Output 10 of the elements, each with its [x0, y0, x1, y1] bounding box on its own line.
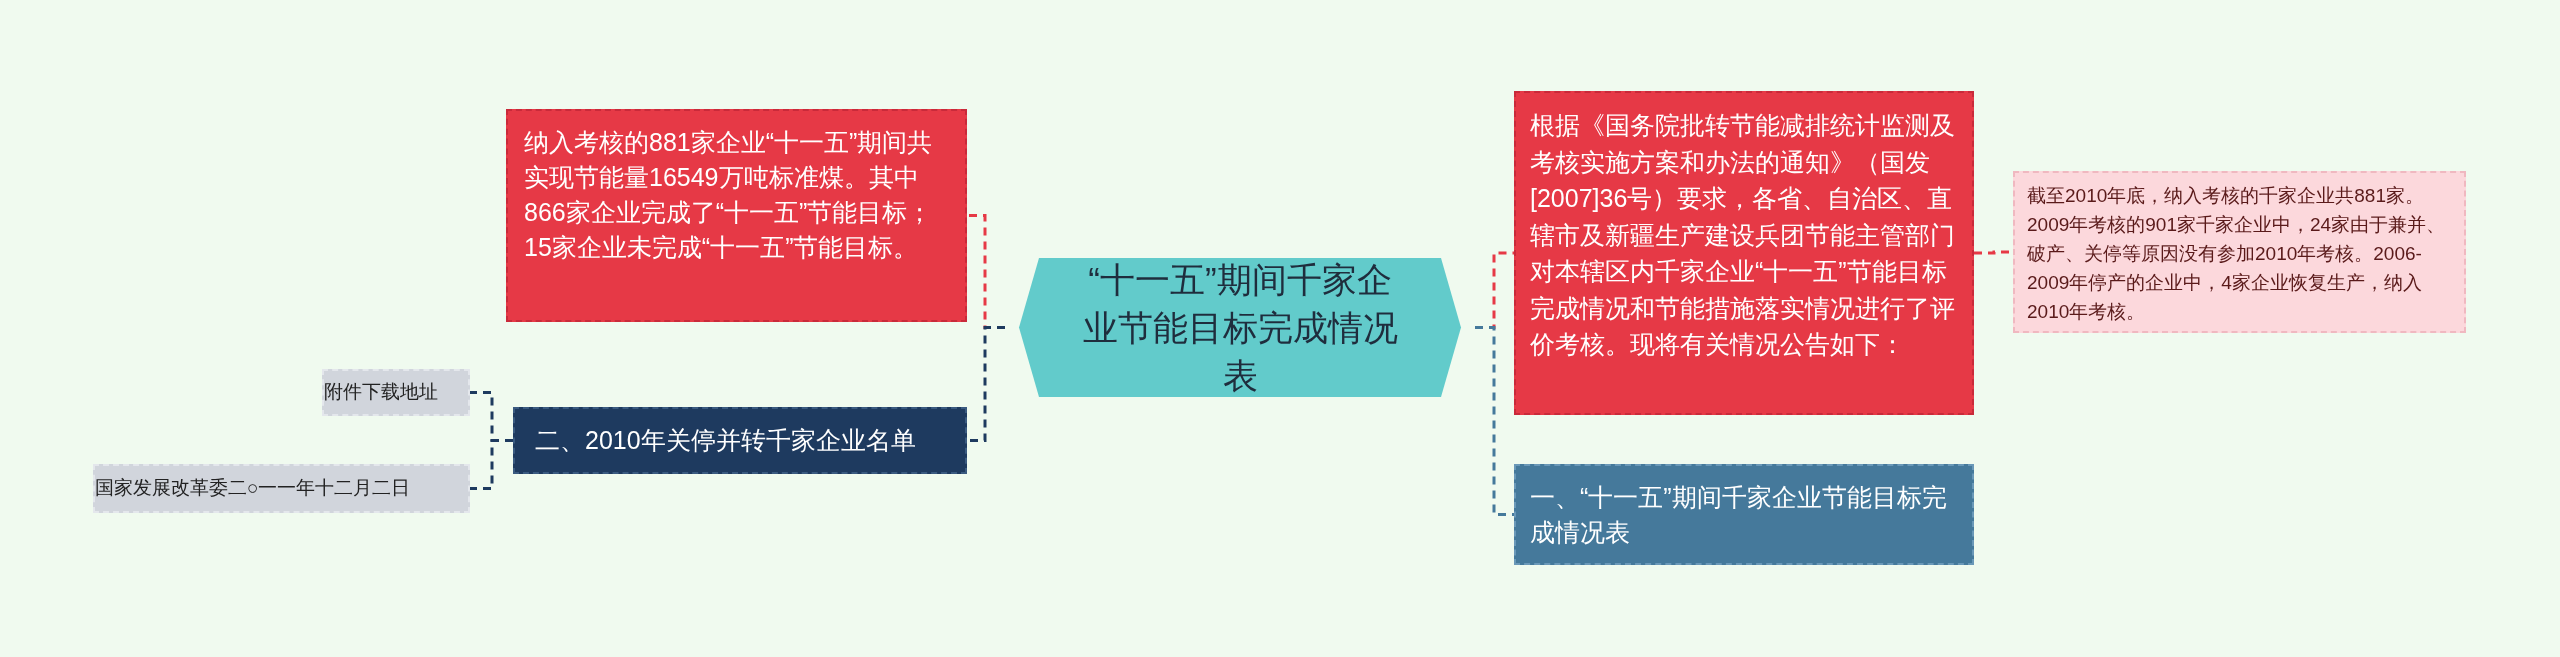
- topic-box: 根据《国务院批转节能减排统计监测及考核实施方案和办法的通知》（国发[2007]36号）要求，各省、自治区、直辖市及新疆生产建设兵团节能主管部门对本辖区内千家企业“十一五”节能目标完成情况和节能措施落实情况进行了评价考核。现将有关情况公告如下：: [1514, 91, 1974, 415]
- connector-line: [1475, 326, 1514, 516]
- subtopic-box: 截至2010年底，纳入考核的千家企业共881家。2009年考核的901家千家企业中，24家由于兼并、破产、关停等原因没有参加2010年考核。2006-2009年停产的企业中，4家企业恢复生产，纳入2010年考核。: [2013, 171, 2466, 333]
- topic-box: 一、“十一五”期间千家企业节能目标完成情况表: [1514, 464, 1974, 565]
- connector-line: [470, 439, 513, 490]
- subtopic-box: 附件下载地址: [322, 369, 470, 416]
- subtopic-box: 国家发展改革委二○一一年十二月二日: [93, 464, 470, 513]
- connector-line: [967, 326, 1005, 442]
- topic-box: 纳入考核的881家企业“十一五”期间共实现节能量16549万吨标准煤。其中866家企业完成了“十一五”节能目标；15家企业未完成“十一五”节能目标。: [506, 109, 967, 322]
- topic-box: 二、2010年关停并转千家企业名单: [513, 407, 967, 474]
